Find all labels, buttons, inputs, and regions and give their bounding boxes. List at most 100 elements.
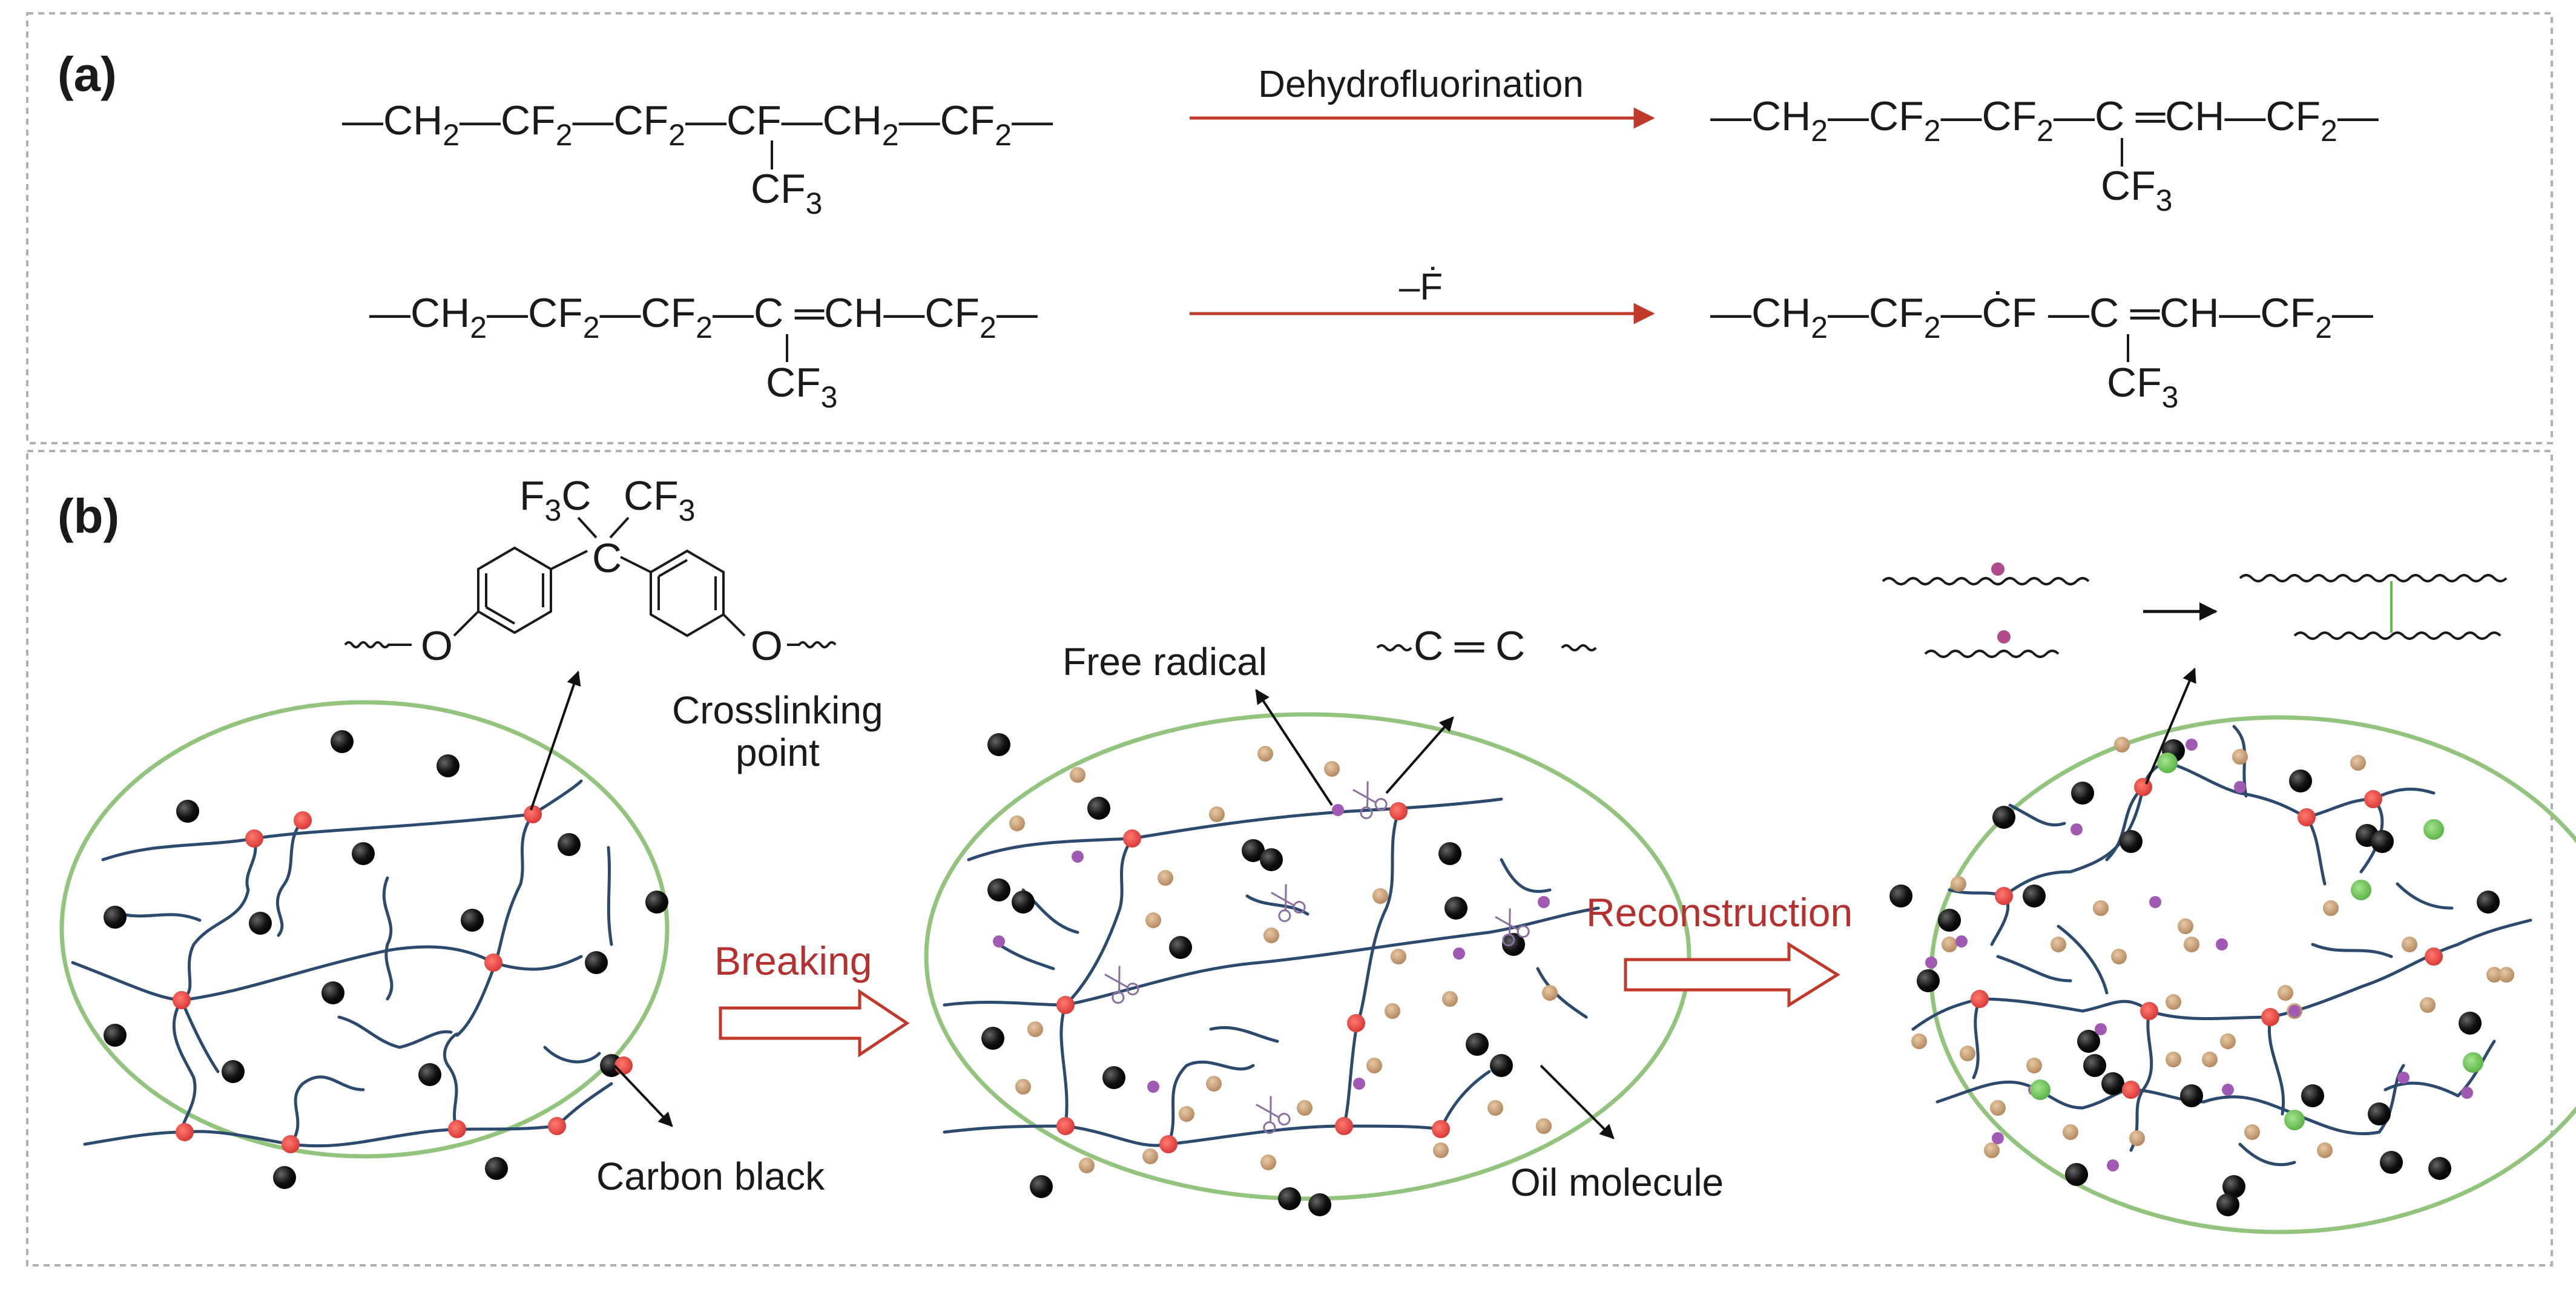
carbon-black-particle [222,1060,245,1083]
carbon-black-particle [2371,830,2394,853]
panel-a-label: (a) [58,47,117,101]
crosslinker-o-left: O [421,623,453,669]
carbon-black-particle [2428,1157,2451,1180]
fluorine-radical-label: –Ḟ [1399,266,1443,308]
formula-part: —CH [342,97,443,143]
carbon-black-particle [1490,1054,1513,1077]
free-radical [1453,947,1465,960]
free-radical [2234,781,2246,793]
radical-dot [1997,630,2011,644]
carbon-black-particle [2368,1102,2391,1125]
oil-molecule [2178,918,2193,934]
reconstruction-arrow [1624,941,1840,1008]
oil-molecule [1487,1100,1503,1116]
carbon-black-particle [645,891,668,914]
radical-dot [1991,562,2004,576]
oil-molecule [1391,949,1406,964]
carbon-black-particle [1917,969,1940,992]
carbon-black-particle [981,1027,1004,1050]
crosslink-points [173,778,2443,1153]
free-radical [2461,1087,2473,1099]
oil-molecule [2244,1124,2260,1140]
carbon-black-particle [1030,1175,1053,1198]
free-radical [993,935,1005,947]
carbon-black-particle [436,754,460,777]
crosslink-point [173,991,191,1009]
crosslink-point [2122,1081,2140,1099]
crosslink-point [548,1117,566,1135]
carbon-black-particle [2083,1054,2106,1077]
carbon-black-particle [1087,797,1110,820]
svg-text:—CH2—CF2—CF2—CF—CH2—CF2—: —CH2—CF2—CF2—CF—CH2—CF2— [342,97,1053,152]
network-ellipse-broken [924,712,1692,1201]
free-radical [2107,1159,2119,1171]
double-bond-arrow [1385,716,1454,794]
oil-molecule [1542,985,1558,1001]
oil-molecule [2166,994,2181,1010]
crosslink-point [2364,790,2382,808]
oil-molecule [1206,1076,1222,1092]
reconstruction-label: Reconstruction [1586,890,1853,935]
panel-b-label: (b) [58,489,119,543]
oil-molecule [1027,1021,1043,1037]
oil-molecule [2278,985,2293,1001]
crosslink-point [1389,802,1408,820]
oil-molecule [1070,767,1085,783]
new-crosslink-point [2423,819,2444,840]
free-radical [2288,1005,2301,1017]
row1-product: —CH2—CF2—CF2—C ═CH—CF2— CF3 [1710,93,2379,217]
scissors-icon [1271,884,1306,923]
free-radical [2149,896,2161,908]
carbon-black-particle [2065,1163,2088,1186]
oil-molecule [1079,1158,1095,1173]
network-ellipse-original [59,700,670,1159]
carbon-black-particle [2023,885,2046,908]
carbon-black-particle [1012,891,1035,914]
oil-molecule [2323,900,2339,916]
oil-molecule [1297,1100,1313,1116]
new-crosslink-point [2030,1079,2051,1100]
oil-molecule [2114,737,2130,753]
crosslinker-o-right: O [751,623,783,669]
oil-molecule [2111,949,2127,964]
crosslinker-center-c: C [592,535,622,581]
oil-molecule [2026,1058,2042,1073]
crosslink-point [484,954,502,972]
carbon-black-particle [176,800,199,823]
carbon-black-particle [2380,1151,2403,1174]
breaking-arrow [719,989,910,1058]
crosslink-point [2261,1008,2279,1026]
new-crosslink-point [2351,880,2371,900]
carbon-black-particle [1438,842,1461,865]
carbon-black-particle [1308,1193,1331,1216]
chain-scission-marks [1104,781,1530,1135]
oil-molecule [1260,1155,1276,1170]
crosslink-point [1995,887,2013,905]
carbon-black-particle [2120,830,2143,853]
carbon-black-particle [1889,885,1912,908]
svg-text:CF3: CF3 [2101,163,2172,217]
carbon-black-particle [331,730,354,753]
row1-reactant: —CH2—CF2—CF2—CF—CH2—CF2— CF3 [342,97,1053,220]
crosslink-point [1347,1014,1365,1032]
free-radical [1538,896,1550,908]
carbon-black-particle [321,981,344,1004]
oil-molecule-arrow [1540,1064,1615,1139]
oil-molecules [1009,737,2514,1173]
oil-molecule [2129,1130,2145,1146]
crosslinker-structure [344,516,837,648]
crosslink-point [524,805,542,823]
carbon-black-particle [104,906,127,929]
carbon-black-particle [2077,1030,2100,1053]
oil-molecule [1433,1142,1449,1158]
crosslink-point [294,811,312,829]
panel-b-frame [26,450,2553,1267]
free-radical [2397,1072,2410,1084]
row2-reactant: —CH2—CF2—CF2—C ═CH—CF2— CF3 [369,290,1038,414]
carbon-black-particle [1938,909,1961,932]
carbon-black-particle [2071,782,2094,805]
crosslinking-point-label-line2: point [736,731,820,774]
svg-text:—CH2—CF2—ĊF —C ═CH—CF2—: —CH2—CF2—ĊF —C ═CH—CF2— [1710,290,2373,344]
oil-molecule [1179,1106,1194,1122]
